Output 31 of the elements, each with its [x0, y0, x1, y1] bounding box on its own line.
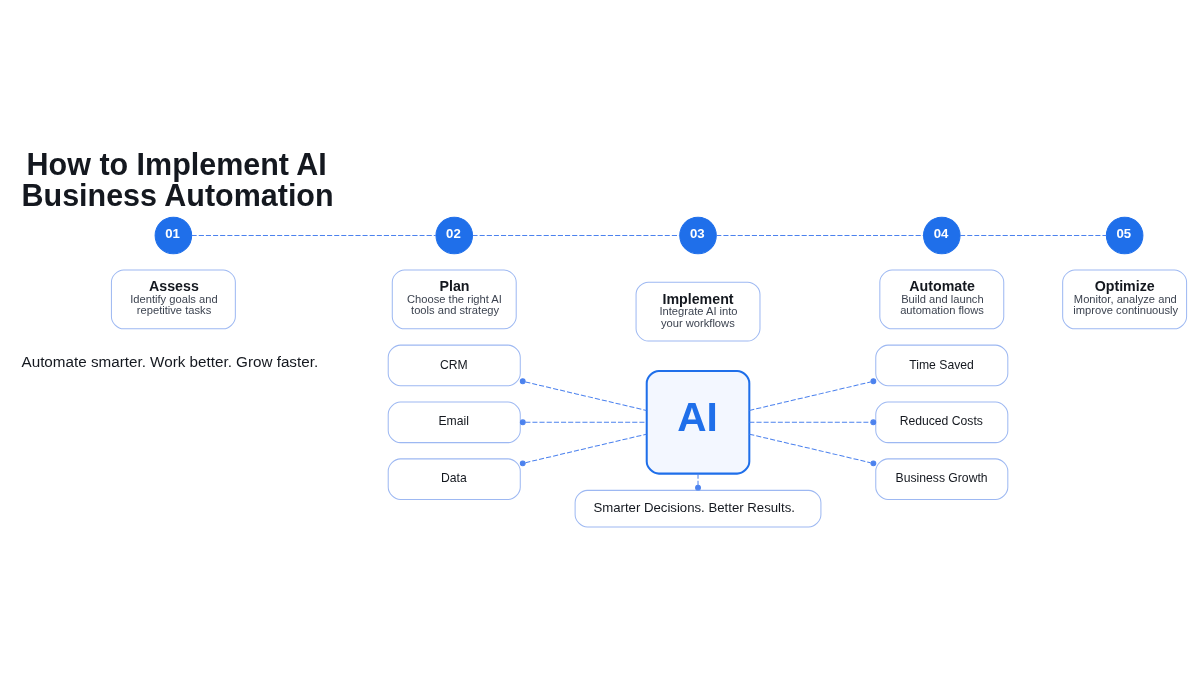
node-circle: 03	[679, 216, 717, 255]
connector	[519, 378, 647, 411]
connector	[695, 473, 701, 491]
connector	[519, 419, 647, 426]
label: Automate smarter. Work better. Grow faster.	[21, 352, 319, 370]
node-box: Automate Build and launch automation flows	[879, 269, 1005, 330]
node-box: Optimize Monitor, analyze and improve continuously	[1062, 269, 1188, 330]
node-box: Reduced Costs	[875, 401, 1009, 444]
connector	[748, 433, 877, 467]
node-circle: 02	[435, 216, 474, 255]
node-circle: 05	[1105, 216, 1144, 255]
connector	[959, 234, 1107, 236]
diagram-title: How to Implement AI Business Automation	[21, 147, 334, 212]
node-box: Time Saved	[875, 344, 1009, 387]
connector	[191, 234, 437, 236]
node-box: Assess Identify goals and repetitive tasks	[110, 269, 236, 330]
node-box: Implement Integrate AI into your workflows	[635, 281, 761, 342]
node-circle: 04	[923, 216, 961, 255]
node-circle: 01	[154, 216, 193, 255]
node-box: Plan Choose the right AI tools and strategy	[391, 269, 517, 330]
connector	[715, 234, 924, 236]
connector	[748, 419, 877, 426]
node-box: Data	[387, 458, 521, 500]
node-box: Email	[387, 401, 521, 444]
node-box: CRM	[387, 344, 521, 387]
connector	[472, 234, 680, 236]
node-box: Business Growth	[875, 458, 1009, 500]
connector	[519, 433, 647, 467]
connector	[748, 378, 877, 411]
node-box: Smarter Decisions. Better Results.	[574, 489, 822, 528]
node-box: AI	[645, 370, 751, 475]
